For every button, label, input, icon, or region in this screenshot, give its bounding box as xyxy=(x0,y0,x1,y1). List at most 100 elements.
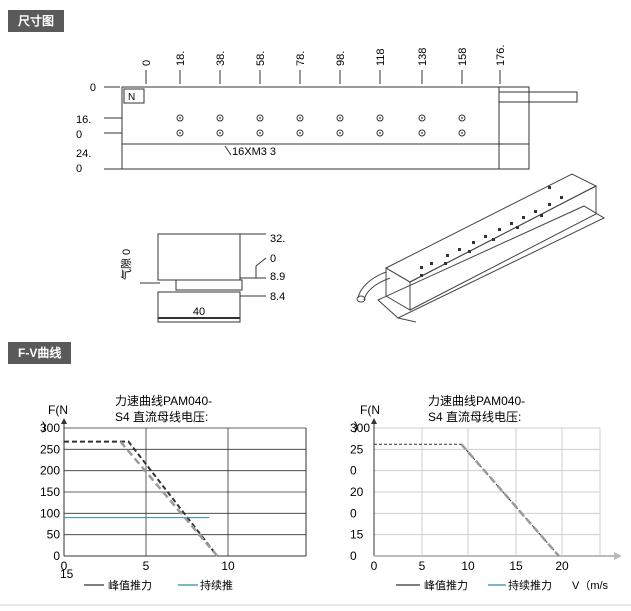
chart-ytick-label: 50 xyxy=(47,528,61,542)
section-tag-dimensions: 尺寸图 xyxy=(8,10,65,32)
mounting-hole xyxy=(216,114,224,122)
hole-leader-line xyxy=(224,145,232,156)
mounting-hole-center xyxy=(299,132,301,134)
chart-ytick-label: 300 xyxy=(40,421,60,435)
mounting-hole xyxy=(176,129,184,137)
mounting-hole-center xyxy=(179,132,181,134)
chart-ylabel-line: ) xyxy=(354,419,358,433)
mounting-hole-center xyxy=(219,132,221,134)
side-label-89: 8.9 xyxy=(270,271,285,283)
iso-hole-dot xyxy=(468,250,471,253)
mounting-hole xyxy=(376,114,384,122)
legend-left-peak-label: 峰值推力 xyxy=(108,578,152,592)
chart-ytick-label: 0 xyxy=(350,506,357,520)
iso-hole-dot xyxy=(534,210,537,213)
iso-hole-dot xyxy=(516,226,519,229)
chart-xtick-label: 10 xyxy=(221,559,235,573)
chart-y-arrow xyxy=(61,418,67,424)
mounting-hole xyxy=(418,114,426,122)
mounting-hole-center xyxy=(339,117,341,119)
iso-hole-dot xyxy=(492,238,495,241)
chart-xtick-extra: 15 xyxy=(60,567,74,581)
iso-hole-dot xyxy=(446,254,449,257)
mounting-hole xyxy=(458,114,466,122)
chart-ytick-label: 150 xyxy=(40,485,60,499)
y-label-0b: 0 xyxy=(76,129,82,141)
iso-product-sketch xyxy=(356,173,606,323)
iso-hole-dot xyxy=(444,262,447,265)
y-label-0c: 0 xyxy=(76,163,82,175)
mounting-hole-center xyxy=(461,132,463,134)
x-tick-label: 38. xyxy=(215,51,227,66)
mounting-hole-center xyxy=(379,132,381,134)
side-dim-leader-2 xyxy=(255,257,267,267)
chart-ylabel-line: F(N xyxy=(360,403,380,417)
mounting-hole-center xyxy=(379,117,381,119)
legend-right-peak-label: 峰值推力 xyxy=(424,578,468,592)
n-marker-box xyxy=(123,88,145,104)
chart-ytick-label: 300 xyxy=(350,421,370,435)
mounting-hole xyxy=(216,129,224,137)
x-tick-label: 98. xyxy=(335,51,347,66)
iso-hole-dot xyxy=(472,241,475,244)
side-width-label: 40 xyxy=(193,306,205,318)
x-tick-label: 118 xyxy=(375,48,387,66)
mounting-hole-center xyxy=(259,132,261,134)
mounting-hole xyxy=(418,129,426,137)
chart-series-line xyxy=(119,440,219,557)
mounting-hole xyxy=(256,114,264,122)
section-tag-fv-curve: F-V曲线 xyxy=(8,342,72,364)
chart-xtick-label: 0 xyxy=(371,559,378,573)
side-base xyxy=(157,291,241,323)
chart-ytick-label: 25 xyxy=(350,442,364,456)
x-tick-label: 58. xyxy=(255,51,267,66)
chart-xtick-label: 5 xyxy=(143,559,150,573)
chart-series-line xyxy=(460,443,560,557)
chart-ylabel-line: ) xyxy=(42,419,46,433)
iso-hole-dot xyxy=(484,235,487,238)
mounting-hole xyxy=(256,129,264,137)
legend-left-cont-label: 持续推 xyxy=(200,578,233,592)
chart-ytick-label: 15 xyxy=(350,528,364,542)
right-xlabel: V（m/s xyxy=(572,579,609,592)
side-label-32: 32. xyxy=(270,233,285,245)
chart-ytick-label: 100 xyxy=(40,506,60,520)
mounting-hole xyxy=(376,129,384,137)
y-label-0: 0 xyxy=(90,82,96,94)
mounting-hole xyxy=(176,114,184,122)
rail-body-outline xyxy=(121,86,530,170)
mounting-hole-center xyxy=(219,117,221,119)
mounting-hole-center xyxy=(461,117,463,119)
iso-hole-dot xyxy=(522,216,525,219)
y-label-24: 24. xyxy=(76,148,91,160)
x-tick-label: 138 xyxy=(417,48,429,66)
chart-xtick-label: 10 xyxy=(461,559,475,573)
chart-ytick-label: 250 xyxy=(40,442,60,456)
chart-0: 力速曲线PAM040-S4 直流母线电压:F(N)300250200150100… xyxy=(40,394,307,581)
chart-ytick-label: 20 xyxy=(350,485,364,499)
hole-callout: 16XM3 3 xyxy=(232,146,276,158)
iso-hole-dot xyxy=(548,186,551,189)
chart-ylabel-line: F(N xyxy=(48,403,68,417)
x-tick-label: 78. xyxy=(295,51,307,66)
side-label-84: 8.4 xyxy=(270,291,285,303)
iso-hole-dot xyxy=(458,248,461,251)
iso-hole-dot xyxy=(430,262,433,265)
iso-hole-dot xyxy=(498,228,501,231)
gap-label: 气隙 0 xyxy=(119,249,133,280)
x-tick-label: 18. xyxy=(175,51,187,66)
mounting-hole xyxy=(458,129,466,137)
iso-hole-dot xyxy=(420,266,423,269)
mounting-holes xyxy=(176,114,466,137)
chart-xtick-label: 5 xyxy=(419,559,426,573)
chart-series-line xyxy=(64,440,219,557)
chart-y-arrow xyxy=(371,418,377,424)
iso-product-holes xyxy=(420,186,563,277)
mounting-hole-center xyxy=(421,117,423,119)
iso-hole-dot xyxy=(548,203,551,206)
mounting-hole-center xyxy=(179,117,181,119)
legend-right-cont-label: 持续推力 xyxy=(508,578,552,592)
side-label-0: 0 xyxy=(270,253,276,265)
